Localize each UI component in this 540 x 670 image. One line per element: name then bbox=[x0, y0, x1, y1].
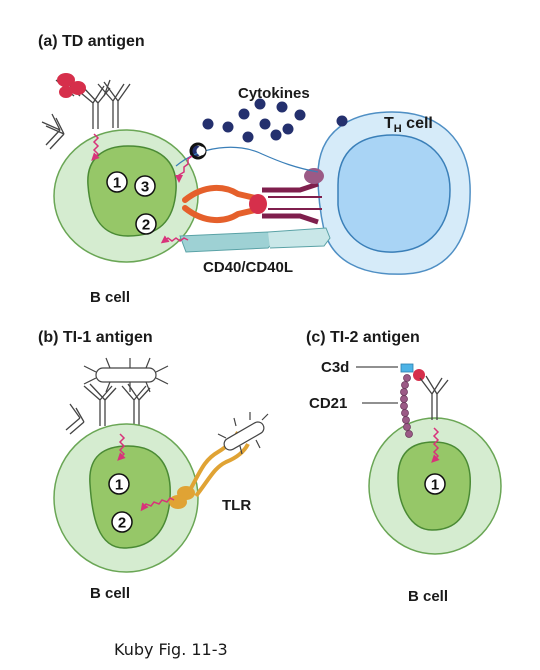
step-b-2 bbox=[111, 511, 133, 533]
cd21-label: CD21 bbox=[309, 395, 347, 412]
step-a-1-label: 1 bbox=[113, 175, 121, 192]
panel-c: (c) TI-2 antigen C3d CD21 bbox=[306, 329, 502, 605]
panel-a-title: (a) TD antigen bbox=[38, 33, 145, 50]
bcell-a-label: B cell bbox=[90, 289, 130, 306]
cytokine-receptor bbox=[189, 142, 207, 160]
th-nucleus bbox=[337, 134, 451, 253]
bcell-b bbox=[53, 423, 199, 573]
step-b-1 bbox=[108, 473, 130, 495]
bcell-a bbox=[53, 129, 199, 263]
step-a-3 bbox=[134, 175, 156, 197]
c3d-fragment bbox=[400, 363, 414, 373]
signal-arrows-b bbox=[117, 433, 175, 512]
step-a-1 bbox=[106, 171, 128, 193]
step-a-2 bbox=[135, 213, 157, 235]
step-b-1-label: 1 bbox=[115, 477, 123, 494]
cd40-cd40l bbox=[179, 227, 331, 253]
bcell-c-label: B cell bbox=[408, 588, 448, 605]
panel-a: (a) TD antigen TH cell Cytokines bbox=[38, 33, 471, 306]
figure-caption: Kuby Fig. 11-3 bbox=[114, 640, 228, 659]
panel-c-title: (c) TI-2 antigen bbox=[306, 329, 420, 346]
ti1-antigen bbox=[83, 357, 169, 393]
bcell-b-label: B cell bbox=[90, 585, 130, 602]
bcell-b-nucleus bbox=[89, 445, 171, 549]
cytokines-label: Cytokines bbox=[238, 85, 310, 102]
step-b-2-label: 2 bbox=[118, 515, 126, 532]
bcr-receptors-b bbox=[65, 383, 151, 435]
panel-b-title: (b) TI-1 antigen bbox=[38, 329, 153, 346]
steps-a: 1 3 2 bbox=[106, 171, 157, 235]
steps-c: 1 bbox=[424, 473, 446, 495]
tlr-ligand bbox=[217, 412, 269, 455]
th-cell bbox=[317, 111, 471, 275]
bcell-a-nucleus bbox=[87, 145, 177, 237]
panel-b: (b) TI-1 antigen TLR bbox=[38, 329, 269, 602]
bcr-receptor-c bbox=[419, 375, 449, 420]
step-a-2-label: 2 bbox=[142, 217, 150, 234]
th-cell-label: TH cell bbox=[384, 115, 433, 135]
c3d-label: C3d bbox=[321, 359, 349, 376]
step-a-3-label: 3 bbox=[141, 179, 149, 196]
step-c-1 bbox=[424, 473, 446, 495]
cd21-chain bbox=[400, 374, 413, 438]
signal-arrows-a bbox=[91, 133, 193, 244]
tlr-label: TLR bbox=[222, 497, 251, 514]
signal-arrow-c bbox=[431, 427, 440, 463]
cd40-cd40l-label: CD40/CD40L bbox=[203, 259, 293, 276]
step-c-1-label: 1 bbox=[431, 477, 439, 494]
bcr-receptors-a bbox=[41, 77, 131, 150]
steps-b: 1 2 bbox=[108, 473, 133, 533]
antigen-red bbox=[57, 73, 86, 98]
cytokine-dots bbox=[190, 98, 348, 157]
antigen-c bbox=[413, 369, 425, 381]
